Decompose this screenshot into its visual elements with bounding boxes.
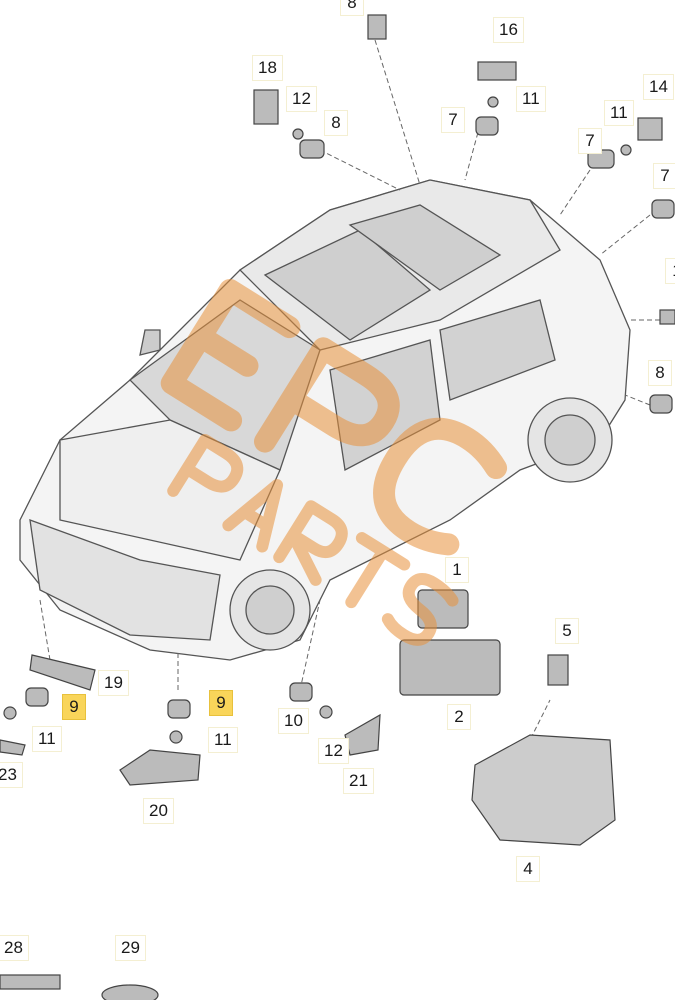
callout-4[interactable]: 4 — [516, 856, 540, 882]
callout-1[interactable]: 1 — [665, 258, 675, 284]
callout-16[interactable]: 16 — [493, 17, 524, 43]
callout-10[interactable]: 10 — [278, 708, 309, 734]
callout-11[interactable]: 11 — [32, 726, 62, 752]
callout-9-highlighted[interactable]: 9 — [62, 694, 86, 720]
callout-5[interactable]: 5 — [555, 618, 579, 644]
callout-8[interactable]: 8 — [648, 360, 672, 386]
callout-7[interactable]: 7 — [653, 163, 675, 189]
callout-18[interactable]: 18 — [252, 55, 283, 81]
callout-20[interactable]: 20 — [143, 798, 174, 824]
callout-2[interactable]: 2 — [447, 704, 471, 730]
callout-11[interactable]: 11 — [604, 100, 634, 126]
callout-11[interactable]: 11 — [516, 86, 546, 112]
callout-14[interactable]: 14 — [643, 74, 674, 100]
callout-1[interactable]: 1 — [445, 557, 469, 583]
callout-19[interactable]: 19 — [98, 670, 129, 696]
callout-29[interactable]: 29 — [115, 935, 146, 961]
callout-9-highlighted[interactable]: 9 — [209, 690, 233, 716]
callout-23[interactable]: 23 — [0, 762, 23, 788]
callout-21[interactable]: 21 — [343, 768, 374, 794]
callout-7[interactable]: 7 — [441, 107, 465, 133]
callout-11[interactable]: 11 — [208, 727, 238, 753]
callout-7[interactable]: 7 — [578, 128, 602, 154]
callout-12[interactable]: 12 — [318, 738, 349, 764]
callout-8[interactable]: 8 — [340, 0, 364, 16]
callout-28[interactable]: 28 — [0, 935, 29, 961]
callout-8[interactable]: 8 — [324, 110, 348, 136]
callout-12[interactable]: 12 — [286, 86, 317, 112]
parts — [0, 14, 675, 1000]
vehicle-drawing — [19, 179, 631, 661]
